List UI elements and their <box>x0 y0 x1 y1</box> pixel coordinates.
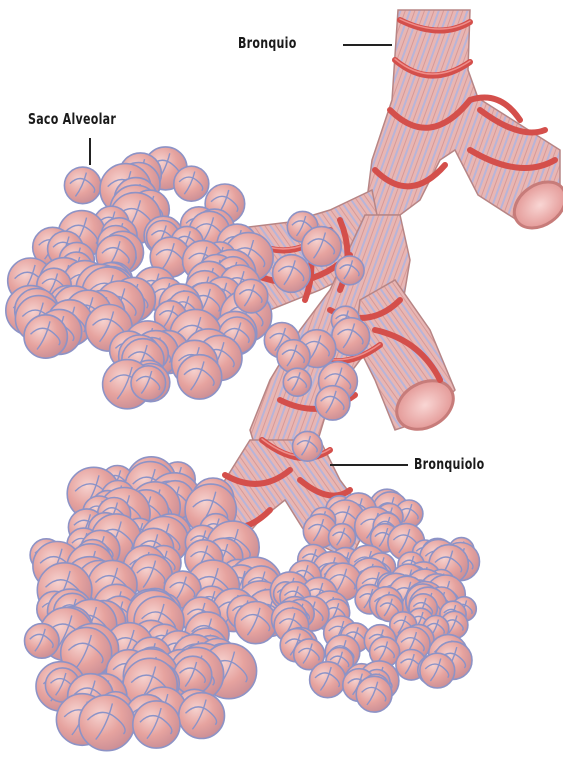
label-bronquiolo: Bronquiolo <box>414 455 484 473</box>
alveolus <box>79 695 135 751</box>
label-bronquio: Bronquio <box>238 34 297 52</box>
alveolus <box>179 693 225 739</box>
label-saco-alveolar: Saco Alveolar <box>28 110 116 128</box>
alveolus <box>177 355 221 399</box>
alveolus <box>133 701 180 748</box>
alveolus <box>24 315 67 358</box>
alveolar-sac-upper <box>6 147 273 409</box>
bronchiole-stub <box>355 280 462 439</box>
bronchus <box>365 10 563 237</box>
alveolus <box>235 602 277 644</box>
